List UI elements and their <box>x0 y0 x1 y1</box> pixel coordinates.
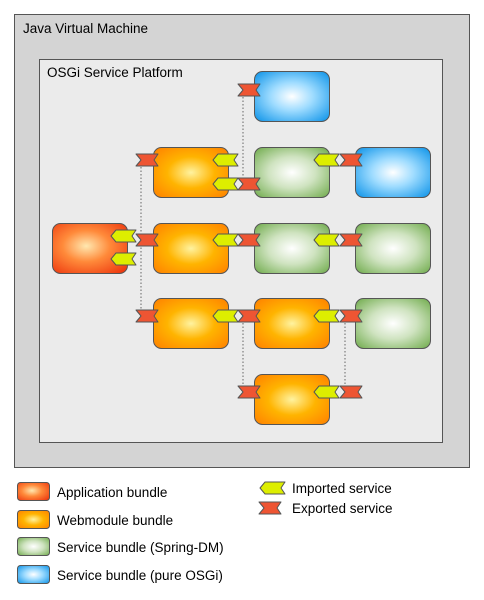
spring-dm-bundle <box>355 223 431 274</box>
webmodule-bundle <box>153 298 229 349</box>
imported-service-marker <box>313 309 340 323</box>
imported-service-marker <box>110 252 137 266</box>
legend-swatch-application <box>17 482 50 501</box>
spring-dm-bundle <box>355 298 431 349</box>
spring-dm-bundle <box>254 147 330 198</box>
webmodule-bundle <box>153 223 229 274</box>
imported-service-marker <box>212 153 239 167</box>
application-bundle <box>52 223 128 274</box>
imported-service-marker <box>212 177 239 191</box>
exported-service-marker <box>237 233 261 247</box>
exported-service-marker <box>339 309 363 323</box>
imported-service-marker <box>212 233 239 247</box>
osgi-platform-label: OSGi Service Platform <box>47 65 183 80</box>
legend-label-imported: Imported service <box>292 481 392 496</box>
legend-imported-icon <box>259 481 286 495</box>
legend-swatch-spring-dm <box>17 537 50 556</box>
exported-service-marker <box>237 177 261 191</box>
jvm-label: Java Virtual Machine <box>23 21 148 36</box>
bundles <box>52 71 431 425</box>
legend-label-exported: Exported service <box>292 501 393 516</box>
exported-service-marker <box>339 385 363 399</box>
exported-service-marker <box>237 83 261 97</box>
service-markers <box>110 83 363 399</box>
legend-swatch-pure-osgi <box>17 565 50 584</box>
legend-label-webmodule: Webmodule bundle <box>57 513 173 528</box>
legend-swatch-webmodule <box>17 510 50 529</box>
exported-service-marker <box>339 233 363 247</box>
imported-service-marker <box>110 229 137 243</box>
exported-service-marker <box>237 309 261 323</box>
imported-service-marker <box>212 309 239 323</box>
exported-service-marker <box>237 385 261 399</box>
imported-service-marker <box>313 233 340 247</box>
spring-dm-bundle <box>254 223 330 274</box>
pure-osgi-bundle <box>355 147 431 198</box>
legend-label-spring-dm: Service bundle (Spring-DM) <box>57 540 224 555</box>
exported-service-marker <box>135 153 159 167</box>
webmodule-bundle <box>254 374 330 425</box>
webmodule-bundle <box>254 298 330 349</box>
imported-service-marker <box>313 153 340 167</box>
exported-service-marker <box>339 153 363 167</box>
exported-service-marker <box>135 309 159 323</box>
exported-service-marker <box>135 233 159 247</box>
imported-service-marker <box>313 385 340 399</box>
legend-label-application: Application bundle <box>57 485 167 500</box>
legend-exported-icon <box>258 501 282 515</box>
webmodule-bundle <box>153 147 229 198</box>
pure-osgi-bundle <box>254 71 330 122</box>
legend <box>17 481 286 584</box>
legend-label-pure-osgi: Service bundle (pure OSGi) <box>57 568 223 583</box>
